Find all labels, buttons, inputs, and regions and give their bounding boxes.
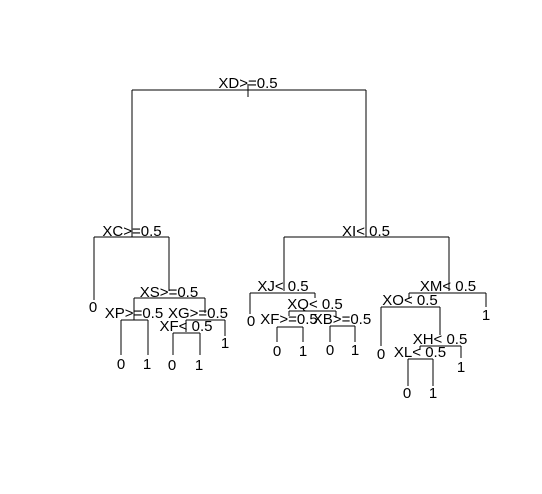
l_xl_right-leaf-label: 1 (429, 385, 437, 402)
n_xi-split-label: XI< 0.5 (342, 223, 390, 240)
n_xf2-split-label: XF>=0.5 (260, 311, 318, 328)
n_xs-split-label: XS>=0.5 (140, 284, 198, 301)
l_xg_right-leaf-label: 1 (221, 335, 229, 352)
n_xm-split-label: XM< 0.5 (420, 278, 476, 295)
l_xj_left-leaf-label: 0 (247, 313, 255, 330)
l_xf1_right-leaf-label: 1 (195, 357, 203, 374)
l_xb_left-leaf-label: 0 (326, 342, 334, 359)
n_xh-split-label: XH< 0.5 (413, 331, 468, 348)
l_xb_right-leaf-label: 1 (351, 342, 359, 359)
l_xf2_left-leaf-label: 0 (273, 343, 281, 360)
l_xf1_left-leaf-label: 0 (168, 357, 176, 374)
n_xb-split-label: XB>=0.5 (313, 311, 371, 328)
l_xl_left-leaf-label: 0 (403, 385, 411, 402)
l_xm_right-leaf-label: 1 (482, 307, 490, 324)
n_xj-split-label: XJ< 0.5 (257, 278, 308, 295)
n_xg-split-label: XG>=0.5 (168, 305, 228, 322)
n_xl-split-label: XL< 0.5 (394, 344, 446, 361)
n_xp-split-label: XP>=0.5 (105, 305, 163, 322)
n_xf1-split-label: XF< 0.5 (160, 318, 213, 335)
root-split-label: XD>=0.5 (218, 75, 277, 92)
tree-edges (93, 84, 487, 386)
l_xp_left-leaf-label: 0 (117, 356, 125, 373)
l_xc_right-leaf-label: 0 (89, 299, 97, 316)
l_xo_left-leaf-label: 0 (377, 346, 385, 363)
l_xf2_right-leaf-label: 1 (299, 343, 307, 360)
n_xc-split-label: XC>=0.5 (102, 223, 161, 240)
l_xh_right-leaf-label: 1 (457, 359, 465, 376)
tree-labels: XD>=0.5XC>=0.5 XI< 0.5XS>=0.5XP>=0.5 XG>=0… (89, 75, 490, 402)
n_xq-split-label: XQ< 0.5 (287, 296, 342, 313)
n_xo-split-label: XO< 0.5 (382, 292, 437, 309)
l_xp_right-leaf-label: 1 (143, 356, 151, 373)
